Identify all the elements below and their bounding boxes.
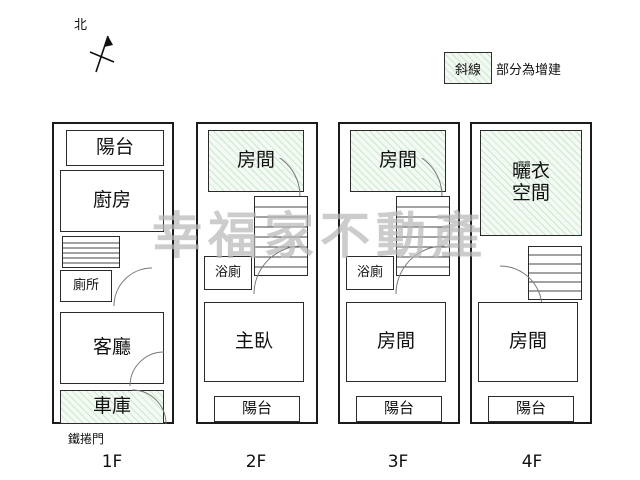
room-bedroom-2f: 房間: [208, 130, 304, 192]
floor-label-2f: 2F: [245, 452, 267, 472]
stairs-1f: [62, 236, 120, 268]
door-swing-1f-c: [131, 389, 167, 425]
floor-label-3f: 3F: [387, 452, 409, 472]
door-swing-4f-a: [499, 265, 543, 309]
door-swing-1f-b: [129, 351, 165, 387]
floor-plan-2f: 房間 浴廁 主臥 陽台: [196, 122, 318, 424]
room-garage-1f: 車庫: [60, 390, 164, 424]
room-balcony-2f: 陽台: [214, 396, 300, 422]
room-bedroom-4f: 房間: [478, 302, 578, 382]
label-rolling-door-1f: 鐵捲門: [68, 432, 105, 446]
door-swing-3f-b: [420, 158, 443, 197]
legend-description: 部分為增建: [496, 62, 562, 78]
floor-plan-1f: 陽台 廚房 廁所 客廳 車庫: [52, 122, 174, 425]
stairs-2f: [254, 196, 308, 276]
room-bathroom-2f: 浴廁: [204, 256, 252, 290]
floor-label-4f: 4F: [521, 452, 543, 472]
door-swing-2f-a: [253, 245, 303, 295]
room-living-1f: 客廳: [60, 312, 164, 384]
room-laundry-4f: 曬衣 空間: [480, 130, 582, 236]
floor-plan-4f: 曬衣 空間 房間 陽台: [470, 122, 592, 424]
compass: 北: [68, 14, 138, 76]
room-balcony-4f: 陽台: [488, 396, 574, 422]
room-balcony-3f: 陽台: [356, 396, 442, 422]
door-swing-1f-a: [113, 267, 153, 307]
room-toilet-1f: 廁所: [60, 270, 112, 302]
room-balcony-1f: 陽台: [66, 130, 164, 166]
door-swing-2f-b: [278, 158, 301, 197]
legend-hatch-swatch: 斜線: [444, 52, 492, 84]
door-swing-3f-a: [395, 245, 445, 295]
room-kitchen-1f: 廚房: [60, 170, 164, 232]
floor-label-1f: 1F: [101, 452, 123, 472]
stairs-4f: [528, 246, 582, 300]
compass-north-label: 北: [74, 18, 88, 33]
room-master-bedroom-2f: 主臥: [204, 302, 304, 382]
room-bathroom-3f: 浴廁: [346, 256, 394, 290]
compass-north-arrow-icon: [89, 35, 115, 73]
room-laundry-4f-label: 曬衣 空間: [511, 160, 550, 204]
stairs-3f: [396, 196, 450, 276]
room-bedroom-lower-3f: 房間: [346, 302, 446, 382]
legend: 斜線 部分為增建: [444, 52, 561, 84]
room-bedroom-upper-3f: 房間: [350, 130, 446, 192]
floor-plan-3f: 房間 浴廁 房間 陽台: [338, 122, 460, 424]
